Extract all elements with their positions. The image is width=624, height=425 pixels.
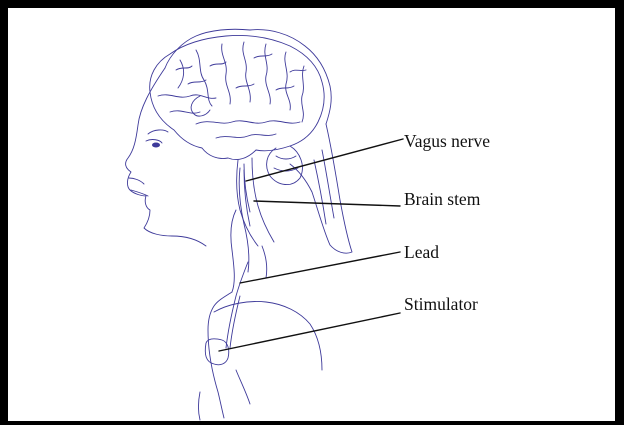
- label-vagus-nerve: Vagus nerve: [404, 133, 490, 151]
- lead-wire: [226, 262, 248, 348]
- leader-lead: [240, 252, 400, 283]
- leader-stimulator: [219, 313, 400, 351]
- neck-shoulder: [199, 210, 323, 420]
- leader-vagus-nerve: [246, 139, 403, 181]
- brain: [150, 35, 324, 184]
- vagus-nerve: [239, 168, 250, 272]
- label-stimulator: Stimulator: [404, 296, 478, 314]
- leader-brain-stem: [254, 201, 400, 206]
- leader-lines: [219, 139, 403, 351]
- label-brain-stem: Brain stem: [404, 191, 480, 209]
- label-lead: Lead: [404, 244, 439, 262]
